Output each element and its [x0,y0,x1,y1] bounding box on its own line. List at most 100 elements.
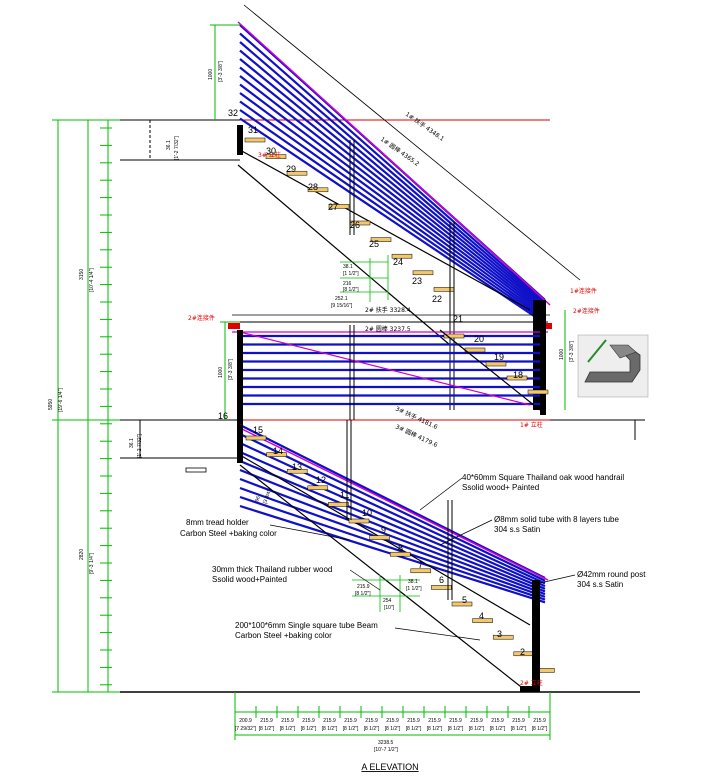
tread-dim-a: 38.1 [343,264,353,270]
upper-rail-rod [239,117,546,325]
upper-rail-rod [239,32,546,303]
bottom-step-dim-imperial: [8 1/2"] [511,726,527,732]
slab-top-dim: 36.1 [166,140,172,150]
stair-tread [451,601,473,607]
tread-callout-line1: 30mm thick Thailand rubber wood [212,565,332,574]
middle-rail-height-imperial: [3'-3 3/8"] [228,358,234,380]
tread-dim-f-imperial: [1 1/2"] [406,586,422,592]
handrail-callout-line2: Ssolid wood+ Painted [462,483,539,492]
bottom-total-dimension-imperial: [10'-7 1/2"] [374,747,398,753]
tread-dim-a-imperial: [1 1/2"] [343,271,359,277]
tread-dim-d: 215.9 [357,584,370,590]
step-number: 14 [273,446,283,456]
lower-tread-detail-dims [352,575,420,612]
stair-tread [369,535,390,540]
upper-rail-rod [239,100,546,321]
tread-dim-e: 254 [383,598,392,604]
landing-inner-handrail [239,331,531,406]
stair-tread [307,485,329,491]
bottom-step-dim: 215.9 [344,718,357,724]
bottom-step-dim-imperial: [8 1/2"] [364,726,380,732]
step-number: 29 [286,164,296,174]
upper-tread-detail-dims [340,255,389,302]
upper-rail-rod [239,83,546,316]
step-number: 19 [494,352,504,362]
upper-rail-rod [239,92,546,318]
bottom-step-dim: 215.9 [449,718,462,724]
tread-dim-c: 252.1 [335,296,348,302]
left-connector-2 [228,323,240,329]
stair-tread [433,287,455,292]
handrail-2-label: 2# 扶手 3328.4 [365,306,411,314]
stair-tread [265,154,287,159]
bottom-step-dim: 215.9 [491,718,504,724]
step-number: 9 [381,525,386,535]
step-number: 16 [218,411,228,421]
step-number: 31 [248,125,258,135]
right-rail-height-imperial: [3'-3 3/8"] [569,340,575,362]
step-number: 7 [418,560,423,570]
tread-dim-e-imperial: [10"] [384,605,395,611]
drawing-title: A ELEVATION [361,762,418,772]
upper-handrail-dim-line [243,4,581,281]
step-number: 2 [520,647,525,657]
rod-callout-line2: 304 s.s Satin [494,525,540,534]
lower-rail-rod [239,450,546,588]
lower-rail-rod [239,459,546,590]
post-tag-2: 2# 立柱 [520,679,543,687]
beam-callout-line1: 200*100*6mm Single square tube Beam [235,621,378,630]
bottom-step-dim-imperial: [8 1/2"] [448,726,464,732]
bottom-step-dim-imperial: [8 1/2"] [532,726,548,732]
bottom-step-dim: 200.9 [239,718,252,724]
upper-height-dim [210,24,240,120]
rail-1-label: 1# 圆棒 4365.2 [379,135,421,168]
upper-rail-rod [239,49,546,308]
stair-tread [464,347,486,353]
rail-2-label: 2# 圆棒 3237.5 [365,325,411,333]
tread-dim-g-imperial: [3 3/4"] [262,487,273,504]
lower-rail-rod [239,468,546,593]
step-number: 6 [439,575,444,585]
step-number: 8 [398,543,403,553]
step-number: 21 [453,314,463,324]
bottom-step-dim-imperial: [8 1/2"] [343,726,359,732]
stair-tread [410,568,432,574]
tread-callout-line2: Ssolid wood+Painted [212,575,287,584]
bottom-step-dim: 215.9 [386,718,399,724]
step-number: 18 [513,370,523,380]
rod-callout-line1: Ø8mm solid tube with 8 layers tube [494,515,619,524]
step-number: 20 [474,334,484,344]
upper-rail-rod [239,41,546,306]
bottom-step-dim: 215.9 [323,718,336,724]
bottom-step-dim-imperial: [8 1/2"] [322,726,338,732]
upper-stringer-bottom [237,164,451,346]
bottom-step-dim: 215.9 [512,718,525,724]
middle-rail-height: 1000 [218,367,224,378]
bottom-total-dimension: 3238.5 [378,740,394,746]
left-upper-dimension: 3150 [79,269,85,280]
slab-top-dim-imperial: [1'-2 7/32"] [174,136,180,160]
step-number: 26 [350,220,360,230]
stair-tread [431,585,452,590]
stair-tread [328,502,349,507]
bottom-step-dim: 215.9 [470,718,483,724]
stair-tread [389,551,411,557]
bottom-step-dim: 215.9 [533,718,546,724]
stair-tread [266,452,287,457]
step-number: 4 [479,611,484,621]
step-number: 22 [432,294,442,304]
bottom-step-dim: 215.9 [428,718,441,724]
lower-flight [237,420,555,692]
bottom-step-dim-imperial: [8 1/2"] [427,726,443,732]
bottom-step-dim: 215.9 [407,718,420,724]
stair-tread [244,137,266,143]
right-rail-height: 1000 [559,349,565,360]
small-plate-symbol [185,467,207,473]
middle-flight [228,300,552,425]
stair-tread [485,361,507,367]
callout-leaders [269,477,576,641]
bottom-dimension-chain [234,692,551,740]
step-number: 27 [328,202,338,212]
step-number: 28 [308,182,318,192]
stair-tread [348,518,370,524]
